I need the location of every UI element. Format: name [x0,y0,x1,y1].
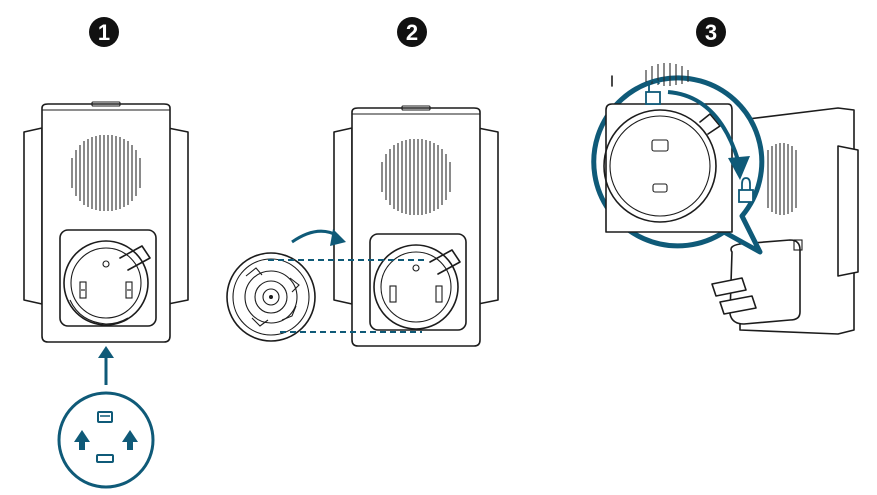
step-2-badge: 2 [397,17,427,47]
alignment-guides [268,259,424,333]
rotate-arrow-curve [667,90,740,161]
step-3-device [711,107,859,335]
top-button [91,101,121,107]
adapter-disc [226,252,316,342]
left-wing [23,127,43,305]
lock-lever [119,245,151,271]
step-1-badge: 1 [89,17,119,47]
socket-slot-left [389,285,397,303]
adapter-slot-bottom [96,454,114,463]
rotate-arrow-icon [330,229,346,246]
socket-ring [373,244,459,330]
up-arrow-icon [98,346,114,358]
left-wing [333,127,353,305]
callout-socket-ring [603,109,717,223]
socket-ring [63,240,149,326]
step-2-device [333,105,499,347]
up-arrow-icon [74,430,90,450]
rotate-arrow-icon [728,156,750,180]
socket-pin [412,264,420,272]
device-body [351,107,481,347]
locked-padlock-icon [738,177,754,203]
socket-frame [369,233,467,331]
unlocked-padlock-icon [645,79,661,105]
right-wing [837,145,859,277]
top-button [401,105,431,111]
right-wing [477,127,499,305]
up-arrow-icon [122,430,138,450]
zoom-callout [591,63,765,255]
plug-tab [793,239,803,251]
plug-prong-top [711,277,747,297]
device-body [41,103,171,343]
socket-pin [102,260,110,268]
insert-arrow [98,346,114,385]
right-wing [167,127,189,305]
callout-slot-bottom [652,183,668,193]
step-2-number: 2 [406,20,418,45]
socket-slot-right [125,281,133,299]
rotate-arrow [291,229,346,246]
socket-slot-left [79,281,87,299]
adapter-slot-top [97,411,113,423]
speaker-grille [71,135,141,211]
step-1-device [23,101,189,343]
lock-lever [699,113,721,135]
adapter-callout [57,391,155,489]
step-1-number: 1 [98,20,110,45]
speaker-grille [767,143,797,215]
speaker-grille [381,139,451,215]
plug-prong-bottom [719,295,757,315]
step-3-badge: 3 [696,17,726,47]
step-3-number: 3 [705,20,717,45]
callout-slot-top [651,139,669,152]
lock-lever [429,249,461,275]
socket-slot-right [435,285,443,303]
socket-frame [59,229,157,327]
